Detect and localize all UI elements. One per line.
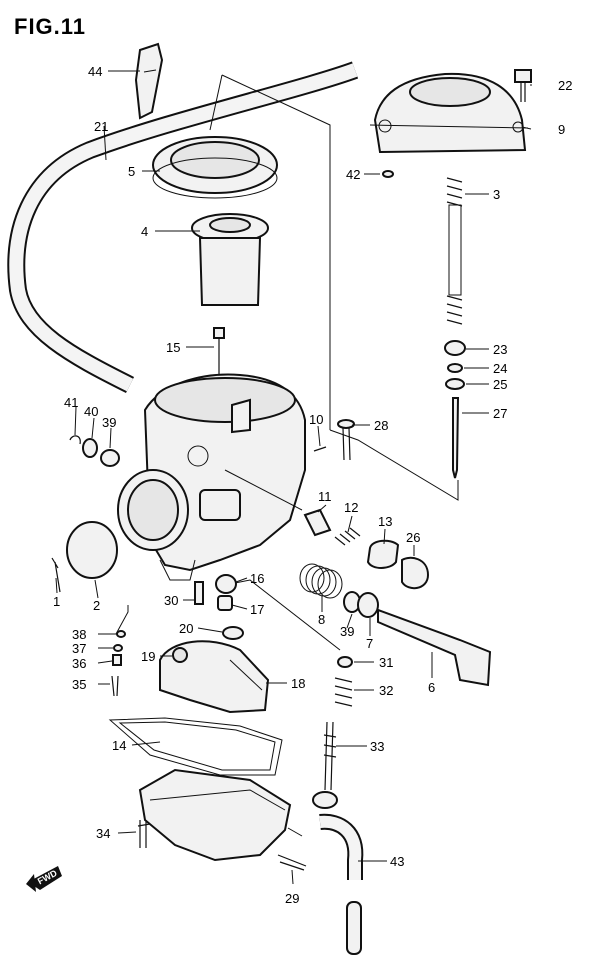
- part-37: [113, 644, 123, 652]
- callout-44: 44: [88, 64, 102, 79]
- part-ring-40: [82, 438, 98, 458]
- callout-26: 26: [406, 530, 420, 545]
- callout-36: 36: [72, 656, 86, 671]
- part-collar-7: [357, 592, 379, 618]
- callout-30: 30: [164, 593, 178, 608]
- callout-29: 29: [285, 891, 299, 906]
- part-float-chamber: [138, 768, 292, 862]
- part-cap-2: [66, 521, 118, 579]
- callout-43: 43: [390, 854, 404, 869]
- part-screw-10: [313, 446, 327, 452]
- part-pin-28: [337, 419, 355, 461]
- callout-12: 12: [344, 500, 358, 515]
- callout-38: 38: [72, 627, 86, 642]
- part-spring-3: [446, 177, 463, 325]
- callout-11: 11: [318, 489, 332, 504]
- part-36: [112, 654, 122, 666]
- callout-41: 41: [64, 395, 78, 410]
- part-24: [447, 363, 463, 373]
- callout-15: 15: [166, 340, 180, 355]
- part-screw-33: [312, 721, 338, 809]
- part-23: [444, 340, 466, 356]
- part-vent-hose: [7, 61, 359, 394]
- callout-18: 18: [291, 676, 305, 691]
- callout-39: 39: [102, 415, 116, 430]
- callout-4: 4: [141, 224, 148, 239]
- part-jet-needle: [452, 397, 460, 479]
- callout-35: 35: [72, 677, 86, 692]
- part-screw-1: [51, 557, 61, 593]
- part-31: [337, 656, 353, 668]
- part-oring-20: [222, 626, 244, 640]
- callout-23: 23: [493, 342, 507, 357]
- callout-34: 34: [96, 826, 110, 841]
- callout-21: 21: [94, 119, 108, 134]
- callout-40: 40: [84, 404, 98, 419]
- callout-28: 28: [374, 418, 388, 433]
- callout-20: 20: [179, 621, 193, 636]
- callout-27: 27: [493, 406, 507, 421]
- callout-5: 5: [128, 164, 135, 179]
- callout-33: 33: [370, 739, 384, 754]
- part-clip-41: [69, 435, 81, 445]
- part-30: [194, 581, 204, 605]
- part-bolt-34: [137, 820, 151, 848]
- part-ring-39: [100, 449, 120, 467]
- callout-13: 13: [378, 514, 392, 529]
- figure-title: FIG.11: [14, 14, 87, 39]
- part-17: [217, 595, 233, 611]
- callout-32: 32: [379, 683, 393, 698]
- part-carburetor-body: [117, 373, 306, 581]
- callout-labels: 44 21 5 4 15 41 40 39 10 28 22 9 42 3 23…: [53, 64, 572, 906]
- callout-1: 1: [53, 594, 60, 609]
- callout-10: 10: [309, 412, 323, 427]
- callout-39b: 39: [340, 624, 354, 639]
- callout-24: 24: [493, 361, 507, 376]
- callout-6: 6: [428, 680, 435, 695]
- part-throttle-shaft: [377, 608, 492, 687]
- callout-9: 9: [558, 122, 565, 137]
- leader-lines: [55, 70, 532, 885]
- part-25: [445, 378, 465, 390]
- part-screw-22: [514, 69, 532, 102]
- part-clamp: [134, 42, 164, 120]
- part-spring-32: [334, 677, 353, 707]
- part-16: [215, 574, 237, 594]
- part-38: [116, 630, 126, 638]
- callout-14: 14: [112, 738, 126, 753]
- part-gasket-14: [108, 717, 283, 776]
- callout-2: 2: [93, 598, 100, 613]
- callout-16: 16: [250, 571, 264, 586]
- callout-3: 3: [493, 187, 500, 202]
- part-pilot-jets: [224, 469, 430, 590]
- part-screw-29: [277, 854, 307, 871]
- callout-31: 31: [379, 655, 393, 670]
- callout-8: 8: [318, 612, 325, 627]
- callout-37: 37: [72, 641, 86, 656]
- callout-42: 42: [346, 167, 360, 182]
- part-top-cover: [369, 72, 529, 154]
- callout-17: 17: [250, 602, 264, 617]
- part-throttle-spring: [299, 563, 343, 599]
- callout-19: 19: [141, 649, 155, 664]
- callout-22: 22: [558, 78, 572, 93]
- part-piston-valve: [191, 213, 269, 306]
- part-diaphragm: [152, 136, 278, 199]
- part-washer-42: [382, 170, 394, 178]
- part-35: [111, 675, 119, 697]
- part-drain-hose-43: [287, 813, 364, 955]
- callout-25: 25: [493, 377, 507, 392]
- fwd-arrow-icon: FWD: [26, 866, 62, 892]
- callout-7: 7: [366, 636, 373, 651]
- part-accelerator-pump: [159, 640, 270, 714]
